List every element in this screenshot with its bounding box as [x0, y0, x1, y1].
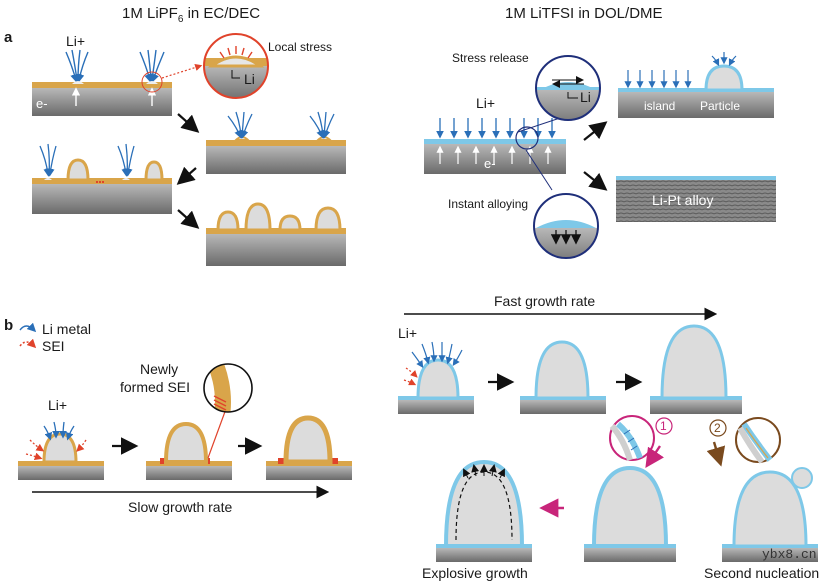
- newly-formed-sei-zoom: Newly formed SEI: [120, 361, 253, 413]
- a-left-step3: [32, 143, 172, 214]
- explosive-growth-label: Explosive growth: [422, 565, 528, 581]
- stress-release-zoom: Li Stress release: [452, 51, 601, 121]
- b-left-li-plus: Li+: [48, 397, 67, 413]
- a-left-step2: [206, 111, 346, 174]
- second-nucleation: Second nucleation: [704, 467, 819, 581]
- newly-label-line1: Newly: [140, 361, 178, 377]
- fast-growth-label: Fast growth rate: [494, 293, 595, 309]
- b-legend: Li metal SEI: [19, 321, 91, 354]
- b-left-step2: [146, 397, 232, 480]
- a-left-e-minus: e-: [36, 96, 48, 111]
- b-right-li-plus: Li+: [398, 325, 417, 341]
- instant-alloying-label: Instant alloying: [448, 197, 528, 211]
- local-stress-zoom: Li Local stress: [203, 33, 332, 99]
- a-right-li-plus: Li+: [476, 95, 495, 111]
- stress-release-li: Li: [580, 89, 591, 105]
- step-1-number: 1: [660, 419, 667, 433]
- a-right-e-minus: e-: [484, 156, 496, 171]
- a-left-step4: [206, 202, 346, 266]
- a-right-alloy: Li-Pt alloy: [616, 176, 776, 222]
- instant-alloying-zoom: Instant alloying: [448, 193, 599, 259]
- slow-growth-label: Slow growth rate: [128, 499, 232, 515]
- alloy-label: Li-Pt alloy: [652, 192, 713, 208]
- title-right: 1M LiTFSI in DOL/DME: [505, 5, 663, 22]
- title-left: 1M LiPF6 in EC/DEC: [122, 5, 260, 25]
- watermark: ybx8.cn: [762, 547, 817, 562]
- legend-sei: SEI: [42, 338, 65, 354]
- a-left-li-plus: Li+: [66, 33, 85, 49]
- a-right-arrows: [583, 121, 608, 191]
- stress-release-label: Stress release: [452, 51, 529, 65]
- panel-label-b: b: [4, 317, 13, 334]
- a-left-step1: Li+ e-: [32, 33, 203, 116]
- b-right-step3: [650, 324, 742, 414]
- island-label: island: [644, 99, 675, 113]
- newly-label-line2: formed SEI: [120, 379, 190, 395]
- path1-zoom: 1: [609, 415, 673, 468]
- path2-zoom: 2: [706, 417, 781, 467]
- a-right-base: Li+ e-: [424, 95, 566, 191]
- a-right-island-particle: island Particle: [618, 52, 774, 118]
- b-right-step2: [520, 340, 606, 414]
- b-left-step3: [266, 415, 352, 480]
- path1-result: [584, 465, 676, 562]
- a-left-arrows: [176, 113, 200, 229]
- b-left-step1: Li+: [18, 397, 104, 480]
- local-stress-li: Li: [244, 71, 255, 87]
- explosive-growth: Explosive growth: [422, 459, 532, 581]
- particle-label: Particle: [700, 99, 740, 113]
- b-left-arrows: [32, 437, 330, 499]
- legend-li-metal: Li metal: [42, 321, 91, 337]
- step-2-number: 2: [714, 421, 721, 435]
- local-stress-label: Local stress: [268, 40, 332, 54]
- second-nucleation-label: Second nucleation: [704, 565, 819, 581]
- b-right-step1: Li+: [398, 325, 474, 414]
- panel-label-a: a: [4, 29, 13, 46]
